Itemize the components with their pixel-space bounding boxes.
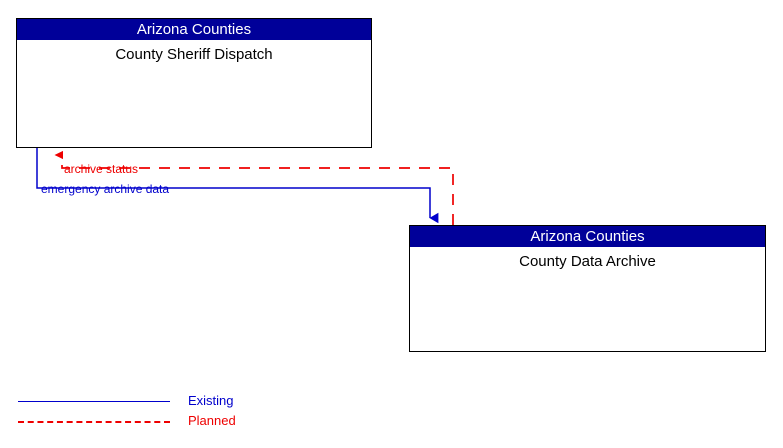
- node-stakeholder-label: Arizona Counties: [410, 226, 765, 247]
- legend-item-existing: Existing: [18, 392, 268, 412]
- flow-line-emergency-archive-data: [36, 148, 439, 224]
- flow-line-archive-status: [54, 150, 454, 225]
- legend-label-planned: Planned: [188, 413, 236, 428]
- legend-label-existing: Existing: [188, 393, 234, 408]
- flow-label-archive-status: archive status: [64, 162, 139, 176]
- node-county-sheriff-dispatch[interactable]: Arizona Counties County Sheriff Dispatch: [16, 18, 372, 148]
- legend-item-planned: Planned: [18, 412, 268, 432]
- flow-label-emergency-archive-data: emergency archive data: [41, 182, 170, 196]
- node-stakeholder-label: Arizona Counties: [17, 19, 371, 40]
- legend-line-planned-icon: [18, 421, 170, 423]
- node-county-data-archive[interactable]: Arizona Counties County Data Archive: [409, 225, 766, 352]
- node-name-label: County Sheriff Dispatch: [115, 46, 273, 63]
- legend: Existing Planned: [18, 392, 268, 437]
- node-name-label: County Data Archive: [519, 253, 656, 270]
- legend-line-existing-icon: [18, 401, 170, 402]
